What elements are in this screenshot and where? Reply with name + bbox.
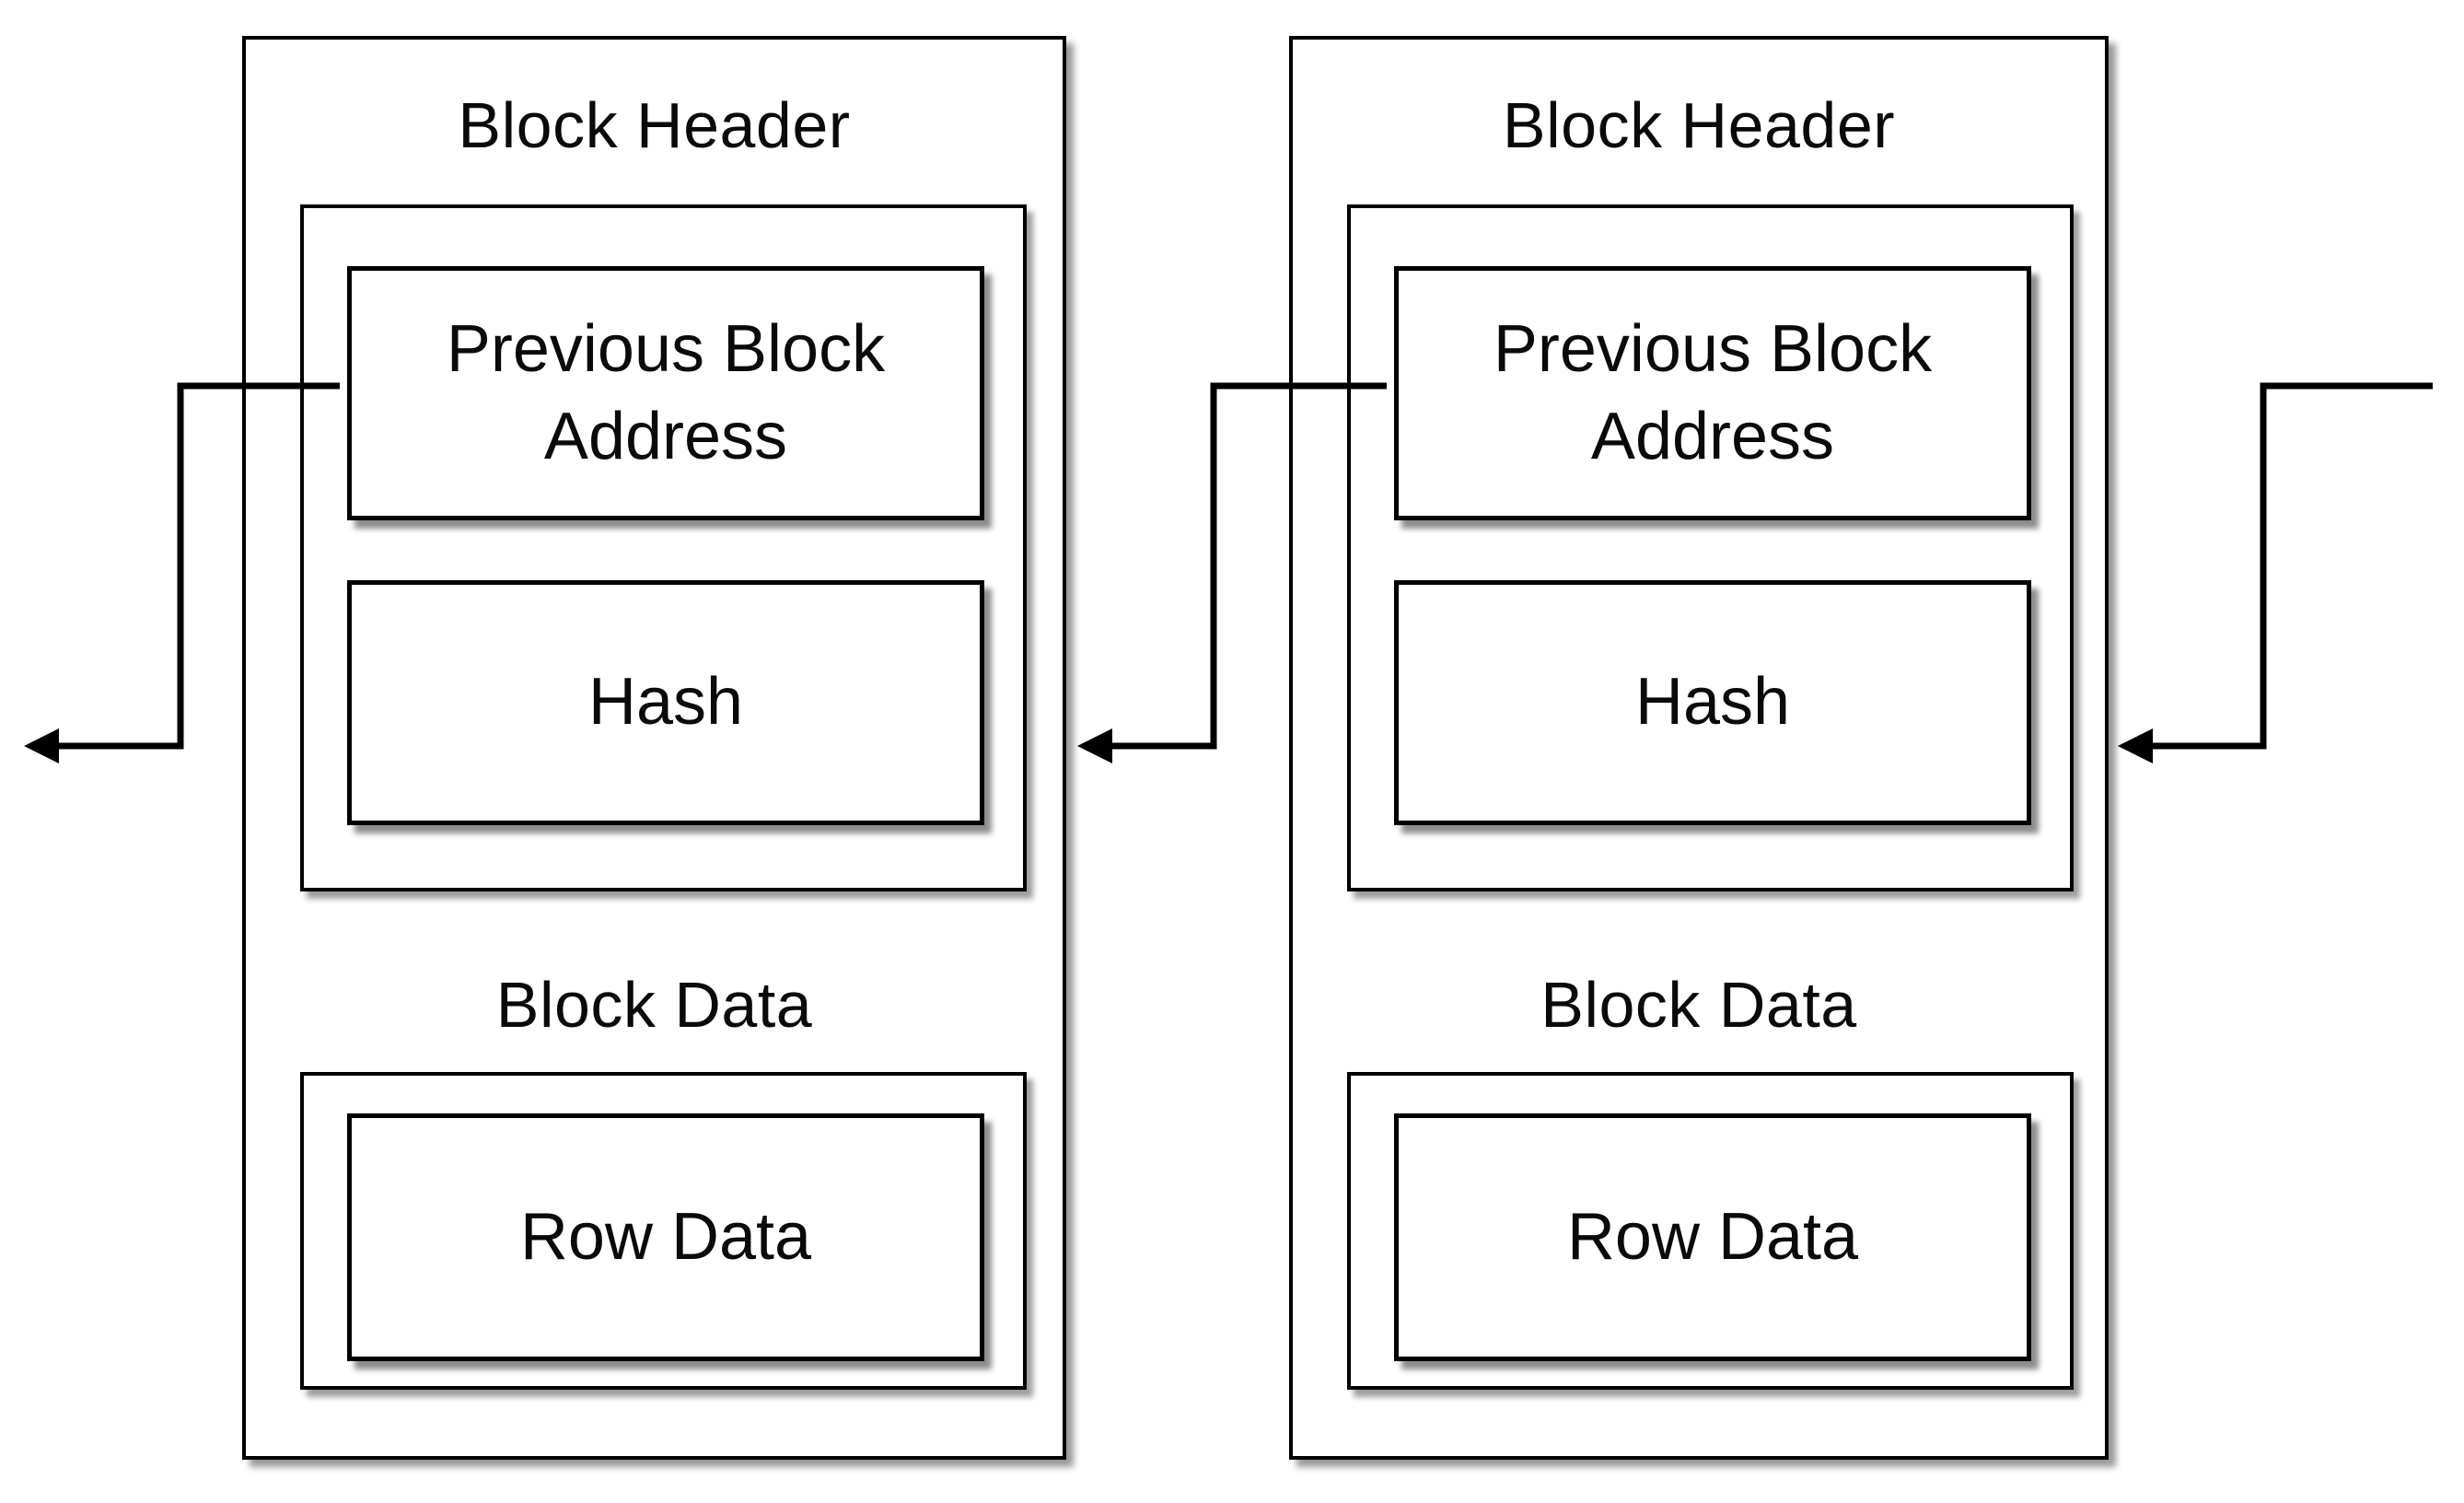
block-2-data-label: Block Data [1540, 969, 1857, 1041]
block-1-hash-box: Hash [347, 580, 984, 825]
block-1-header-label: Block Header [458, 89, 851, 161]
block-1: Block Header Previous Block Address Hash… [242, 36, 1066, 1460]
block-1-previous-block-address-box: Previous Block Address [347, 266, 984, 520]
block-1-data-label: Block Data [495, 969, 813, 1041]
block-2-row-data-box: Row Data [1394, 1113, 2031, 1361]
arrow-next-left-arrowhead-icon [2118, 728, 2153, 763]
block-1-row-data-box: Row Data [347, 1113, 984, 1361]
arrow-block2-left-arrowhead-icon [1077, 728, 1112, 763]
block-2: Block Header Previous Block Address Hash… [1289, 36, 2109, 1460]
arrow-block1-left-arrowhead-icon [24, 728, 59, 763]
block-2-header-container: Previous Block Address Hash [1347, 204, 2074, 891]
block-1-data-container: Row Data [300, 1072, 1027, 1390]
arrow-next-line [2153, 382, 2433, 750]
block-2-header-label: Block Header [1502, 89, 1896, 161]
block-1-header-container: Previous Block Address Hash [300, 204, 1027, 891]
arrow-next-block-to-block2-hash [2118, 382, 2433, 763]
block-2-hash-box: Hash [1394, 580, 2031, 825]
block-2-data-container: Row Data [1347, 1072, 2074, 1390]
block-2-previous-block-address-box: Previous Block Address [1394, 266, 2031, 520]
